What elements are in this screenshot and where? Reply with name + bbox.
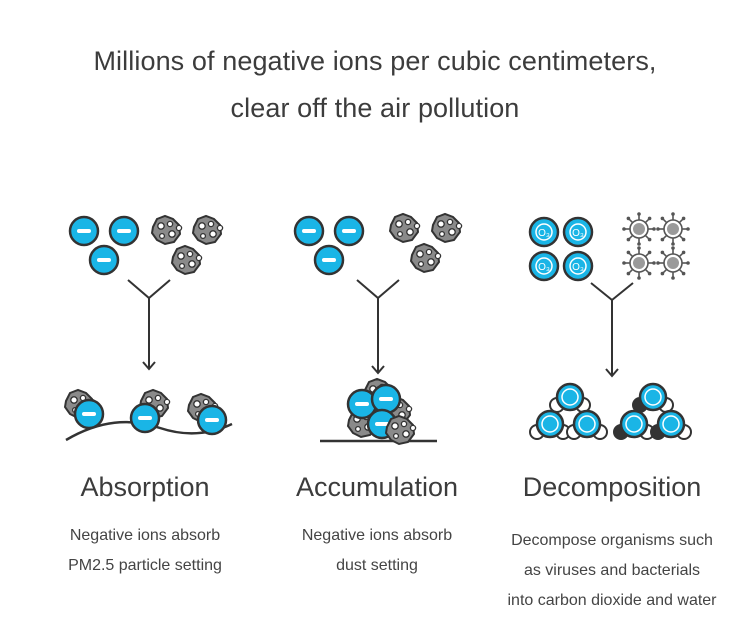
absorption-title: Absorption [80, 472, 210, 502]
ozone-label: O₃ [572, 228, 584, 239]
ozone-label: O₃ [538, 262, 550, 273]
virus-icon [621, 245, 657, 281]
ozone-label: O₃ [572, 262, 584, 273]
negative-ion-icon [73, 398, 105, 430]
virus-icon [655, 211, 691, 247]
dust-particle-icon [410, 243, 442, 273]
headline-line-1: Millions of negative ions per cubic cent… [93, 46, 657, 76]
virus-icon [655, 245, 691, 281]
headline-line-2: clear off the air pollution [230, 93, 520, 123]
negative-ion-icon [68, 215, 100, 247]
accumulation-description: Negative ions absorb dust setting [252, 521, 502, 581]
description-line: Negative ions absorb [69, 527, 221, 544]
negative-ion-icon [333, 215, 365, 247]
absorption-panel [64, 215, 233, 442]
carbon-dioxide-icon [612, 409, 656, 441]
carbon-dioxide-icon [649, 409, 693, 441]
merge-arrow [356, 279, 400, 375]
negative-ion-icon [88, 244, 120, 276]
ozone-label: O₃ [538, 228, 550, 239]
merge-arrow [127, 279, 171, 371]
description-line: PM2.5 particle setting [68, 557, 222, 574]
description-line: Negative ions absorb [301, 527, 453, 544]
description-line: into carbon dioxide and water [507, 592, 717, 609]
description-line: Decompose organisms such [511, 532, 713, 549]
negative-ion-icon [196, 404, 228, 436]
description-line: dust setting [336, 557, 418, 574]
accumulation-panel [293, 213, 463, 445]
decomposition-description: Decompose organisms such as viruses and … [482, 526, 742, 616]
dust-particle-icon [389, 213, 421, 243]
dust-particle-icon [431, 213, 463, 243]
absorption-description: Negative ions absorb PM2.5 particle sett… [20, 521, 270, 581]
negative-ion-icon [313, 244, 345, 276]
dust-particle-icon [151, 215, 183, 245]
carbon-dioxide-icon [631, 382, 675, 414]
negative-ion-icon [129, 402, 161, 434]
description-line: as viruses and bacterials [523, 562, 701, 579]
water-molecule-icon [565, 409, 609, 441]
decomposition-title: Decomposition [522, 472, 702, 502]
dust-pile [346, 378, 417, 445]
decomposition-panel: O₃ O₃ O₃ O₃ [528, 211, 693, 441]
accumulation-title: Accumulation [295, 472, 459, 502]
virus-icon [621, 211, 657, 247]
negative-ion-icon [293, 215, 325, 247]
water-molecule-icon [548, 382, 592, 414]
merge-arrow [590, 282, 634, 378]
dust-particle-icon [171, 245, 203, 275]
water-molecule-icon [528, 409, 572, 441]
negative-ion-icon [108, 215, 140, 247]
dust-particle-icon [192, 215, 224, 245]
